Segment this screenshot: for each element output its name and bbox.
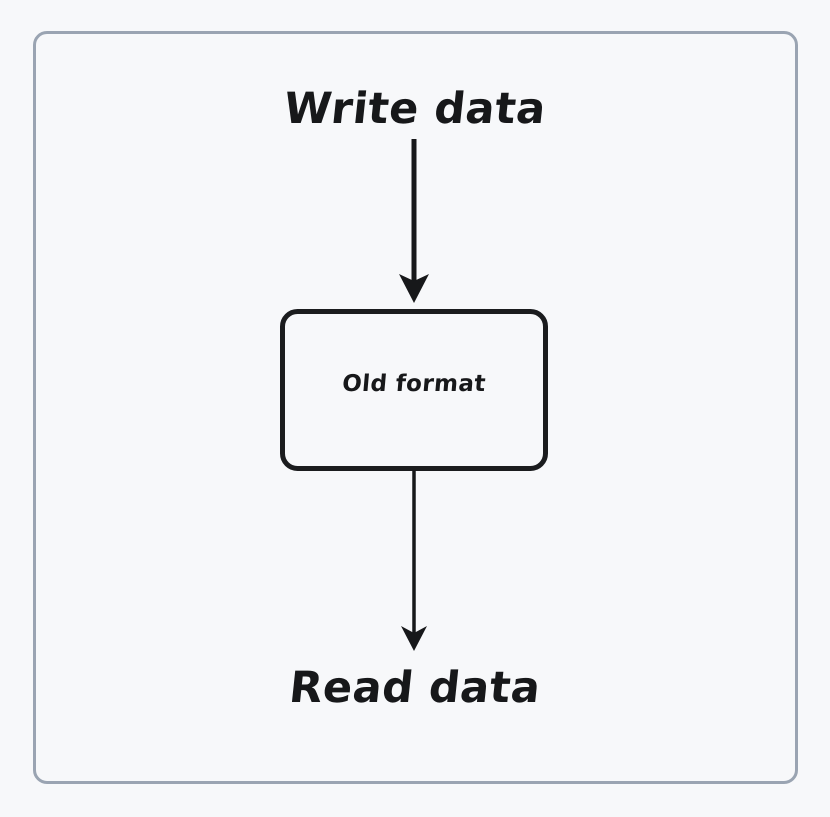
- edge-old-format-to-read-arrowhead: [401, 626, 427, 651]
- node-old-format-label: Old format: [341, 371, 487, 397]
- diagram-frame-border: [33, 31, 798, 784]
- edge-old-format-to-read: [401, 470, 427, 651]
- node-read-data-label: Read data: [286, 663, 544, 713]
- node-write-data-label: Write data: [281, 84, 549, 134]
- node-old-format-box[interactable]: [280, 309, 548, 471]
- edge-write-to-old-format-arrowhead: [399, 274, 429, 303]
- edge-write-to-old-format: [399, 139, 429, 303]
